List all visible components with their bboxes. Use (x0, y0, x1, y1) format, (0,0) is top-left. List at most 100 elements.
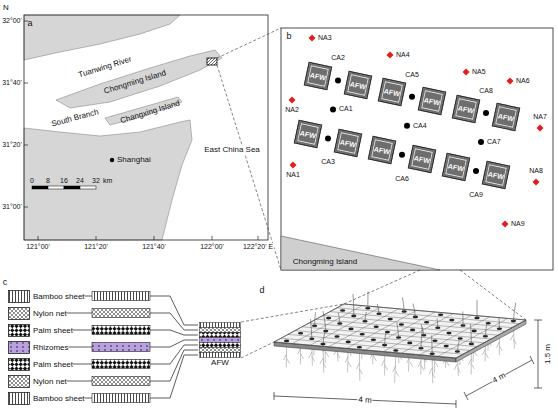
north-label: N (3, 3, 9, 12)
planting-hole (326, 317, 331, 320)
plant-stem (402, 297, 404, 311)
node-label: AFW (349, 80, 366, 90)
scale-bar (64, 186, 80, 189)
scale-label: 0 (30, 177, 34, 185)
reference-site-diamond (309, 35, 316, 42)
layer-stack (200, 348, 241, 353)
material-icon (8, 392, 30, 405)
site-label: NA7 (533, 113, 547, 121)
root-lines (320, 348, 326, 373)
site-label: CA7 (487, 138, 501, 146)
plant-stem (310, 319, 311, 339)
site-label: CA3 (321, 158, 335, 166)
planting-hole (486, 322, 491, 325)
axis-tick (258, 236, 259, 240)
axis-tick (38, 236, 39, 240)
site-label: CA2 (331, 54, 345, 62)
afw-stack: AFW (198, 322, 242, 368)
plant-stem (462, 311, 463, 325)
plant-stem (431, 335, 433, 353)
afw-box: AFW (304, 62, 332, 90)
panel-letter: c (3, 277, 8, 287)
planting-hole (284, 307, 516, 355)
site-label: CA5 (405, 71, 419, 79)
longitude-label: 121°00' (26, 243, 50, 251)
mat-grid (337, 308, 519, 324)
material-icon (9, 341, 30, 353)
dimension-line (456, 400, 457, 408)
zoom-line (344, 270, 420, 304)
node-label: AFW (299, 129, 316, 139)
planting-hole (449, 319, 454, 322)
panel-letter: d (259, 285, 264, 295)
study-site-box (207, 58, 217, 65)
reference-site-diamond (290, 162, 297, 169)
afw-box: AFW (378, 78, 406, 106)
plant-stem (314, 312, 316, 326)
material-strip (92, 292, 150, 403)
dimension-line (538, 320, 539, 388)
sampling-dot (483, 110, 489, 116)
material-icon (9, 307, 30, 319)
afw-box: AFW (452, 94, 480, 122)
axis-tick (96, 236, 97, 240)
material-icon (8, 341, 30, 354)
panel-letter: b (286, 31, 291, 41)
planting-hole (334, 335, 339, 338)
node-label: AFW (423, 96, 440, 106)
layer-stack (199, 322, 241, 358)
axis-tick (24, 21, 258, 240)
reference-site-diamond (537, 125, 544, 132)
dimension-label: 4 m (357, 395, 373, 405)
sampling-dot (325, 135, 331, 141)
site-label: NA9 (511, 220, 525, 228)
island-label: Chongming Island (103, 68, 167, 96)
plant-stem (310, 291, 515, 353)
longitude-label: 121°20' (84, 243, 108, 251)
root-lines (393, 355, 399, 383)
planting-hole (371, 338, 376, 341)
longitude-label: 122°20' E (242, 243, 274, 251)
axis-tick (24, 83, 28, 84)
planting-hole (346, 341, 351, 344)
planting-hole (340, 309, 345, 312)
dimension-label: 4 m (490, 370, 508, 385)
latitude-label: 31°20' (2, 141, 22, 149)
plant-stem (385, 331, 386, 345)
material-strip (92, 394, 150, 403)
reference-site-diamond (502, 221, 509, 228)
material-strip (92, 343, 150, 352)
reference-site-diamond (387, 52, 394, 59)
plant-stem (353, 294, 355, 316)
material-strip (92, 326, 150, 335)
river-label: South Branch (50, 107, 99, 128)
site-layout (281, 28, 553, 270)
site-label: CA8 (479, 87, 493, 95)
island-shape (105, 97, 182, 125)
city-label: Shanghai (117, 155, 151, 164)
dimension-line (464, 392, 468, 400)
plant-stem (477, 300, 478, 318)
node-label: Palm sheet (33, 324, 73, 337)
planting-hole (348, 328, 353, 331)
location-map (24, 15, 281, 270)
site-label: NA4 (396, 51, 410, 59)
land-area (24, 15, 180, 60)
planting-hole (446, 332, 451, 335)
sampling-marker (289, 35, 544, 228)
mat-grid (438, 318, 508, 356)
node-label: AFW (457, 103, 474, 113)
planting-hole (424, 321, 429, 324)
scale-bar (48, 186, 64, 189)
layer-stack (200, 333, 241, 338)
node-label: AFW (309, 71, 326, 81)
plant-stem (457, 341, 459, 352)
longitude-label: 121°40' (142, 243, 166, 251)
zoom-line (217, 65, 281, 270)
layer-stack (200, 343, 241, 348)
node-label: AFW (383, 87, 400, 97)
